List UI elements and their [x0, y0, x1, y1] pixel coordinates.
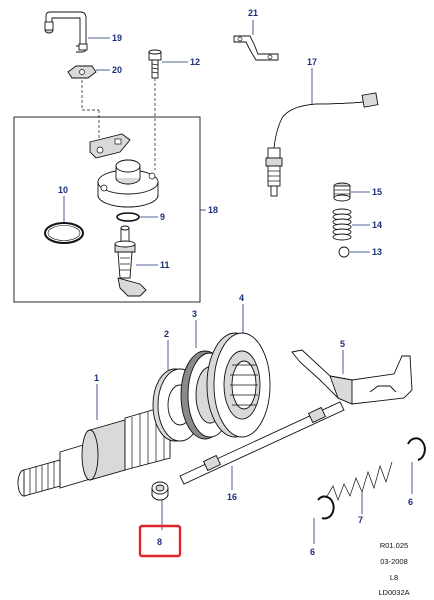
part-16-shift-rail: [179, 401, 345, 485]
assembly-box-18: [13, 116, 201, 303]
part-5-shift-fork: [291, 349, 413, 405]
part-17-sensor: [265, 92, 379, 197]
callout-3: 3: [192, 309, 197, 319]
part-12-bolt: [148, 49, 162, 79]
part-8-bush: [151, 481, 169, 501]
part-10-o-ring: [44, 222, 84, 244]
callout-10: 10: [58, 185, 68, 195]
callout-4: 4: [239, 293, 244, 303]
callout-12: 12: [190, 57, 200, 67]
part-6-circlip-a: [317, 495, 335, 520]
callout-14: 14: [372, 220, 382, 230]
part-14-spring: [332, 208, 352, 241]
footer-date: 03-2008: [380, 557, 408, 566]
callout-7: 7: [358, 515, 363, 525]
callout-16: 16: [227, 492, 237, 502]
callout-5: 5: [340, 339, 345, 349]
part-19-pipe: [44, 11, 88, 53]
callout-1: 1: [94, 373, 99, 383]
footer-revision: R01.025: [379, 541, 409, 550]
callout-13: 13: [372, 247, 382, 257]
plate: [89, 133, 131, 159]
callout-6a: 6: [310, 547, 315, 557]
highlight-box-8: [138, 524, 182, 558]
callout-20: 20: [112, 65, 122, 75]
part-7-spring: [325, 461, 393, 502]
speedo-housing: [97, 159, 159, 208]
part-15-cap: [333, 182, 351, 202]
part-4-gear: [206, 332, 271, 438]
callout-21: 21: [248, 8, 258, 18]
footer-code: LD0032A: [378, 588, 410, 597]
part-6-circlip-b: [407, 437, 426, 461]
part-20-clip: [67, 65, 97, 79]
part-1-mainshaft: [17, 404, 171, 497]
callout-18: 18: [208, 205, 218, 215]
callout-17: 17: [307, 57, 317, 67]
callout-9: 9: [160, 212, 165, 222]
footer-model: L8: [389, 573, 399, 582]
part-9-seal: [116, 212, 140, 222]
part-11-gear-shaft: [114, 225, 147, 297]
callout-19: 19: [112, 33, 122, 43]
callout-15: 15: [372, 187, 382, 197]
callout-6b: 6: [408, 497, 413, 507]
part-13-ball: [338, 246, 350, 258]
callout-11: 11: [160, 260, 170, 270]
callout-2: 2: [164, 329, 169, 339]
callout-8: 8: [157, 537, 162, 547]
part-21-bracket: [233, 35, 279, 61]
